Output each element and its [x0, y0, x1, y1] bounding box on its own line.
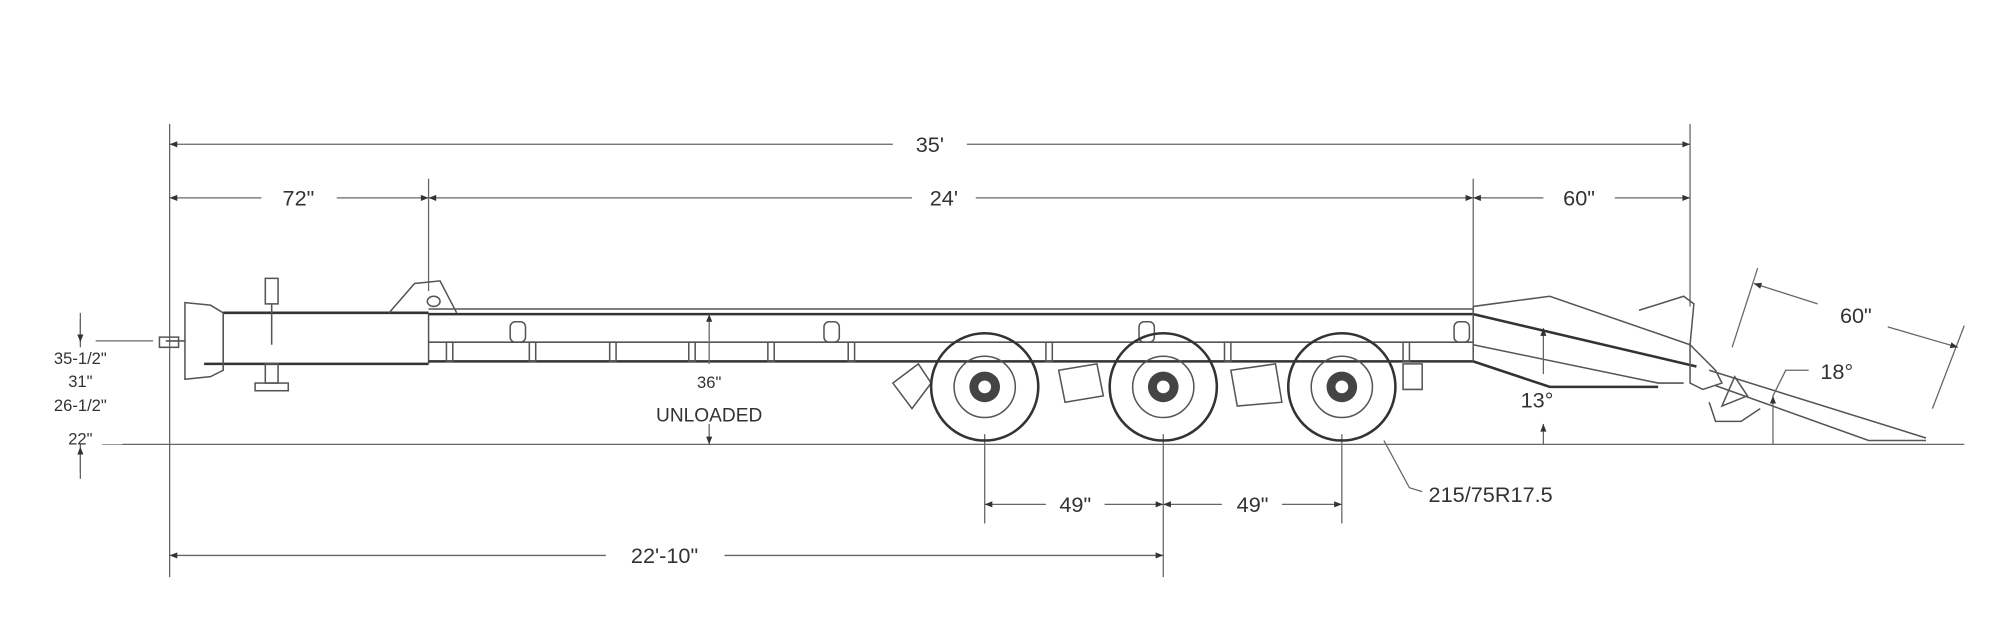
dim-tail: 60" — [1473, 186, 1691, 211]
overall-length-label: 35' — [916, 132, 944, 157]
wheel-axle-1 — [929, 331, 1040, 442]
tail-length-label: 60" — [1563, 186, 1595, 211]
ramp — [1708, 369, 1927, 442]
ramp-length-label: 60" — [1840, 303, 1872, 328]
dim-axle-spacing: 49" 49" — [984, 492, 1342, 517]
hitch-height-labels: 35-1/2" 31" 26-1/2" 22" — [38, 319, 154, 473]
deck-length-label: 24' — [930, 186, 958, 211]
dim-gooseneck: 72" — [169, 186, 429, 211]
ramp-angle-label: 18° — [1820, 359, 1853, 384]
main-deck — [428, 308, 1474, 363]
hitch-height-2: 31" — [68, 372, 92, 391]
extension-lines — [79, 123, 1691, 578]
axle-spacing-2-label: 49" — [1237, 492, 1269, 517]
suspension — [891, 362, 1423, 410]
hitch-height-1: 35-1/2" — [54, 349, 107, 368]
jack-stand — [254, 277, 290, 392]
dim-deck-height: 36" UNLOADED — [656, 314, 762, 445]
dim-deck: 24' — [428, 186, 1474, 211]
dim-overall-length: 35' — [169, 132, 1691, 157]
wheel-axle-2 — [1108, 331, 1219, 442]
gooseneck — [158, 280, 458, 381]
dim-ramp-angle: 18° — [1769, 359, 1853, 445]
gooseneck-gusset — [388, 280, 458, 314]
deck-height-note: UNLOADED — [656, 405, 762, 426]
beavertail — [1472, 295, 1724, 391]
axle-spacing-1-label: 49" — [1059, 492, 1091, 517]
dim-hitch-to-axle: 22'-10" — [169, 543, 1164, 568]
tail-angle-label: 13° — [1521, 387, 1554, 412]
gooseneck-length-label: 72" — [283, 186, 315, 211]
hitch-height-4: 22" — [68, 429, 92, 448]
deck-height-label: 36" — [697, 373, 721, 392]
tire-size-label: 215/75R17.5 — [1429, 482, 1553, 507]
wheel-axle-3 — [1286, 331, 1397, 442]
dim-tail-angle: 13° — [1521, 328, 1554, 445]
tire-callout: 215/75R17.5 — [1383, 440, 1553, 507]
hitch-height-3: 26-1/2" — [54, 396, 107, 415]
dim-ramp-length: 60" — [1731, 267, 1965, 409]
hitch-to-axle-label: 22'-10" — [631, 543, 698, 568]
